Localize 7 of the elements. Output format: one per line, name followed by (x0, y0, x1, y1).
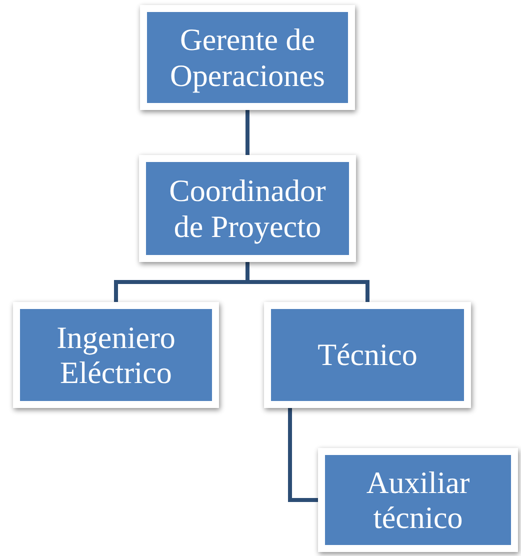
position-title: Gerente de Operaciones (169, 22, 326, 93)
connector-line (246, 110, 250, 155)
position-title: Auxiliar técnico (365, 464, 471, 536)
connector-line (288, 408, 318, 502)
position-title: Técnico (316, 337, 418, 372)
position-title: Coordinador de Proyecto (168, 173, 327, 244)
position-title: Ingeniero Eléctrico (56, 320, 176, 390)
